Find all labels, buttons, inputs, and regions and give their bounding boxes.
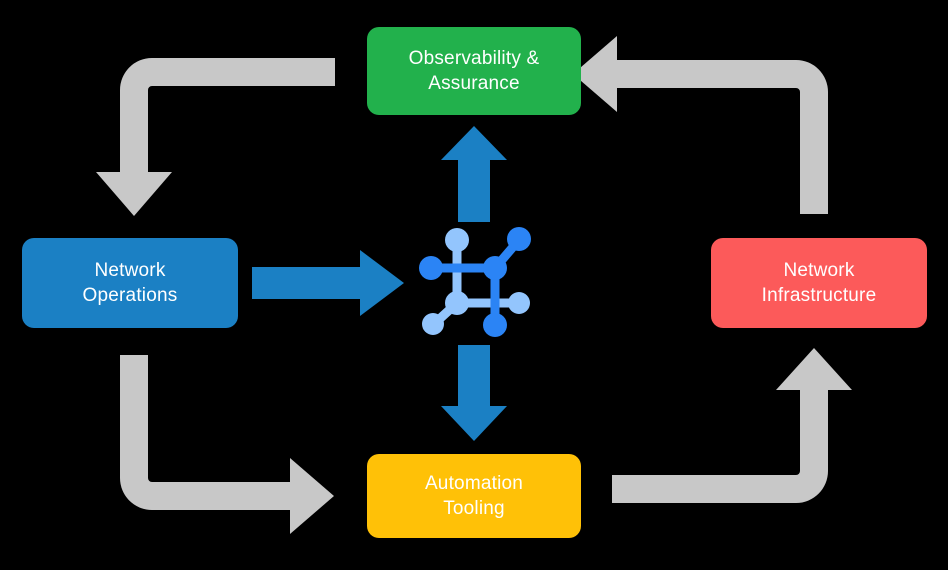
node-box-network-infrastructure[interactable]: Network Infrastructure (711, 238, 927, 328)
gray-arrow-observability-to-operations (96, 58, 335, 216)
blue-arrow-center-to-automation (441, 345, 507, 441)
node-label-observability: Observability & Assurance (408, 47, 540, 94)
gray-arrow-automation-to-infrastructure (612, 348, 852, 503)
node-box-network-operations[interactable]: Network Operations (22, 238, 238, 328)
gray-arrow-operations-to-automation (120, 355, 334, 534)
blue-arrow-operations-to-center (252, 250, 404, 316)
gray-arrow-infrastructure-to-observability (573, 36, 828, 214)
blue-arrow-center-to-observability (441, 126, 507, 222)
node-label-network-operations: Network Operations (82, 259, 178, 306)
node-box-automation-tooling[interactable]: Automation Tooling (367, 454, 581, 538)
node-box-observability[interactable]: Observability & Assurance (367, 27, 581, 115)
node-label-network-infrastructure: Network Infrastructure (761, 259, 877, 306)
network-icon-primary-nodes (419, 227, 531, 337)
node-label-automation-tooling: Automation Tooling (424, 472, 524, 519)
network-icon-secondary-nodes (422, 228, 530, 335)
